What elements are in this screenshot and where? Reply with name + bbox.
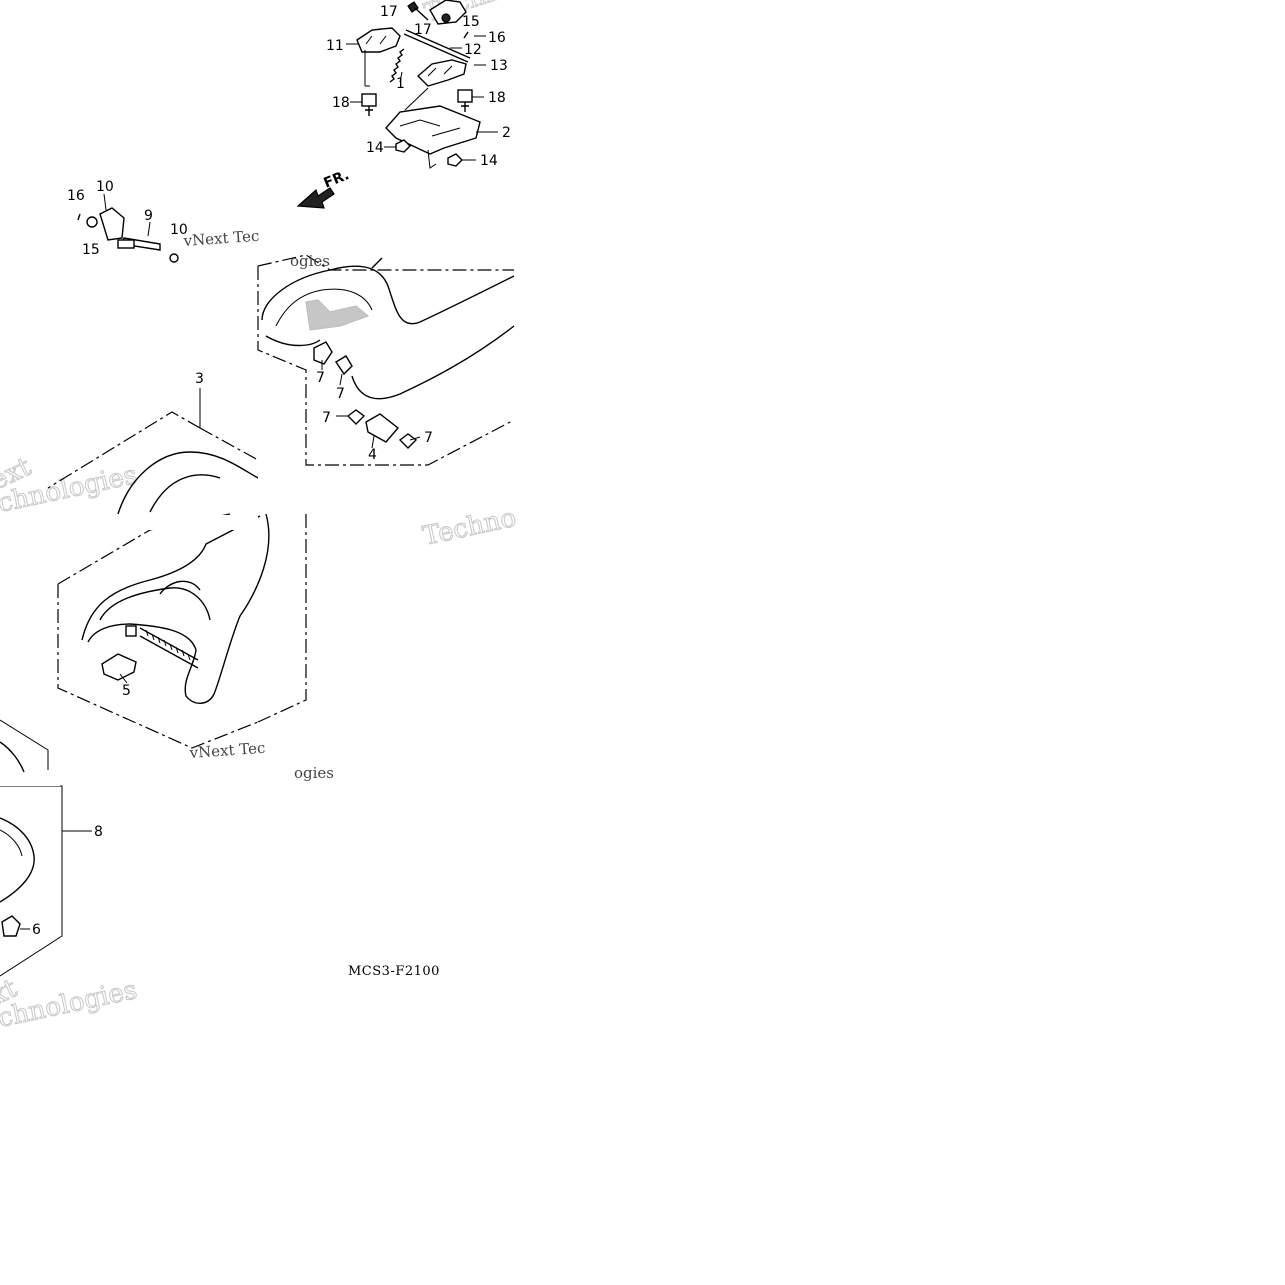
callout-10-right: 10 xyxy=(170,222,188,238)
callout-2: 2 xyxy=(502,125,511,141)
part-17-bolt xyxy=(407,1,419,13)
callout-15-top: 15 xyxy=(462,14,480,30)
part-1-spring xyxy=(389,48,405,83)
rear-seat-panel xyxy=(257,254,515,466)
part-14-nut-right xyxy=(447,153,463,167)
callout-16-top: 16 xyxy=(488,30,506,46)
callout-6: 6 xyxy=(32,922,41,938)
callout-7-d: 7 xyxy=(424,430,433,446)
part-7-clip-3 xyxy=(346,409,366,425)
callout-17-top: 17 xyxy=(380,4,398,20)
hinge-assembly xyxy=(356,0,481,169)
part-6-nut xyxy=(1,915,21,937)
part-10-collar-right xyxy=(169,253,179,263)
fr-label: FR. xyxy=(322,167,352,192)
part-7-clip-4 xyxy=(398,433,418,449)
callout-12: 12 xyxy=(464,42,482,58)
left-hinge-parts xyxy=(77,207,179,263)
callout-8: 8 xyxy=(94,824,103,840)
callout-17-mid: 17 xyxy=(414,22,432,38)
callout-16-left: 16 xyxy=(67,188,85,204)
part-15-bracket xyxy=(429,0,467,25)
part-10-bracket-left xyxy=(99,207,125,241)
main-seat-top xyxy=(117,451,259,515)
part-13-bracket xyxy=(416,59,467,87)
callout-3: 3 xyxy=(195,371,204,387)
main-seat-body xyxy=(81,513,270,704)
part-7-clip-1 xyxy=(313,341,333,365)
part-14-nut-left xyxy=(395,139,411,153)
watermark-techno-mid: Techno xyxy=(420,503,519,552)
rear-seat-cover xyxy=(261,265,515,325)
diagram-code: MCS3-F2100 xyxy=(348,964,440,979)
part-4-stopper xyxy=(365,413,400,443)
part-12-rod xyxy=(403,29,471,63)
part-15-washer-left xyxy=(86,216,98,228)
part-7-clip-2 xyxy=(335,355,353,376)
callout-13: 13 xyxy=(490,58,508,74)
part-18-bolt-left xyxy=(361,93,377,116)
watermark-chnologies-bottom: chnologies xyxy=(0,975,140,1034)
fr-arrow-icon xyxy=(296,187,335,209)
watermark-vnext-bottom: vNext Tec xyxy=(188,739,266,762)
callout-4: 4 xyxy=(368,447,377,463)
callout-5: 5 xyxy=(122,683,131,699)
callout-9: 9 xyxy=(144,208,153,224)
watermark-vnext-top: vNext Tec xyxy=(182,227,260,250)
callout-18-right: 18 xyxy=(488,90,506,106)
front-direction-arrow: FR. xyxy=(296,167,352,209)
callout-7-c: 7 xyxy=(322,410,331,426)
part-16-pin-left xyxy=(77,213,81,221)
part-11-bracket xyxy=(356,27,401,53)
callout-7-a: 7 xyxy=(316,370,325,386)
callout-14-right: 14 xyxy=(480,153,498,169)
seat-8-cushion xyxy=(0,817,35,903)
main-seat xyxy=(47,411,307,749)
part-16-pin xyxy=(463,31,469,39)
callout-11: 11 xyxy=(326,38,344,54)
callout-14-left: 14 xyxy=(366,140,384,156)
seat-8 xyxy=(0,719,63,977)
part-5-stopper xyxy=(101,653,137,681)
callout-7-b: 7 xyxy=(336,386,345,402)
callout-15-left: 15 xyxy=(82,242,100,258)
watermark-text-overlay: vNext Tec ogies vNext Tec ogies xyxy=(182,227,334,782)
part-18-bolt-right xyxy=(457,89,473,112)
watermark-ogies-bottom: ogies xyxy=(294,764,334,782)
watermark-ogies-top: ogies xyxy=(290,252,330,270)
callout-10-top: 10 xyxy=(96,179,114,195)
leader-lines xyxy=(20,35,498,930)
callout-1: 1 xyxy=(396,76,405,92)
callout-labels: 17 17 15 16 11 12 13 1 18 18 2 14 14 16 … xyxy=(32,4,511,938)
callout-18-left: 18 xyxy=(332,95,350,111)
